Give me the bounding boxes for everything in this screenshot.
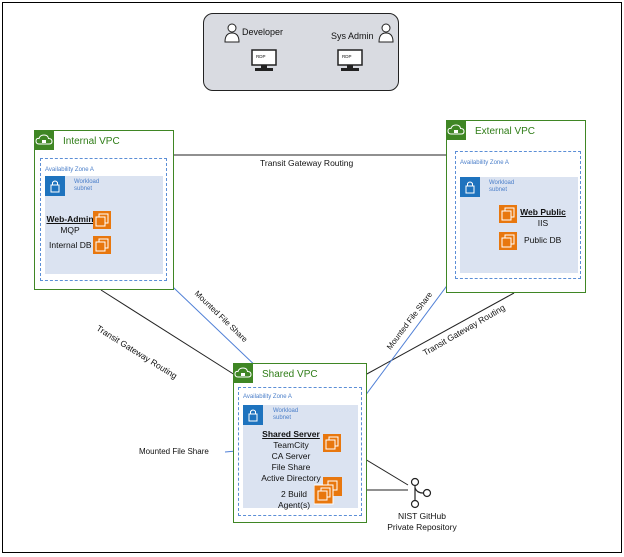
shared-vpc-title: Shared VPC: [262, 369, 318, 380]
github-label-line1: NIST GitHub: [397, 511, 447, 521]
developer-label: Developer: [242, 27, 284, 37]
sysadmin-rdp-monitor-icon: [337, 49, 363, 71]
external-availability-zone: [455, 151, 581, 279]
external-az-label: Availability Zone A: [460, 160, 509, 166]
ec2-web-admin-icon: [93, 211, 111, 229]
shared-subnet-label-line2: subnet: [273, 415, 292, 421]
mqp-label: MQP: [60, 225, 80, 235]
tgw-line-right: [364, 292, 515, 376]
iis-label: IIS: [537, 218, 549, 228]
external-subnet-label-line2: subnet: [489, 187, 508, 193]
sysadmin-label: Sys Admin: [331, 31, 374, 41]
ec2-build-agents-icon: [314, 477, 342, 505]
external-vpc-title: External VPC: [475, 126, 536, 137]
internal-subnet-label-line2: subnet: [74, 186, 93, 192]
internal-db-label: Internal DB: [49, 240, 92, 250]
internal-subnet-label: Workload subnet: [74, 179, 99, 193]
lock-icon: [243, 405, 263, 425]
teamcity-label: TeamCity: [273, 440, 309, 450]
lock-icon: [45, 176, 65, 196]
tgw-line-left: [100, 289, 236, 376]
github-icon: [410, 477, 432, 509]
github-repo-label: NIST GitHub Private Repository: [381, 511, 463, 533]
internal-vpc-title: Internal VPC: [63, 136, 120, 147]
active-directory-label: Active Directory: [261, 473, 321, 483]
web-admin-node-text: Web-Admin MQP: [45, 214, 95, 236]
ec2-public-db-icon: [499, 232, 517, 250]
web-admin-label: Web-Admin: [46, 214, 94, 224]
users-panel: [203, 13, 399, 91]
github-label-line2: Private Repository: [387, 522, 457, 532]
shared-availability-zone: [238, 387, 362, 516]
build-agents-node-text: 2 Build Agent(s): [274, 489, 314, 511]
shared-server-label: Shared Server: [262, 429, 320, 439]
external-subnet-label: Workload subnet: [489, 180, 514, 194]
file-share-label: File Share: [271, 462, 311, 472]
tgw-top-label: Transit Gateway Routing: [260, 158, 354, 168]
developer-rdp-monitor-icon: [251, 49, 277, 71]
cloud-lock-icon: [446, 120, 466, 140]
cloud-lock-icon: [34, 130, 54, 150]
external-subnet-label-line1: Workload: [489, 180, 515, 186]
ca-server-label: CA Server: [271, 451, 311, 461]
build-agents-label-line1: 2 Build: [281, 489, 307, 499]
public-db-label: Public DB: [524, 235, 562, 245]
shared-subnet-label-line1: Workload: [273, 408, 299, 414]
web-public-node-text: Web Public IIS: [517, 207, 569, 229]
web-public-label: Web Public: [520, 207, 566, 217]
shared-subnet-label: Workload subnet: [273, 408, 298, 422]
ec2-web-public-icon: [499, 205, 517, 223]
developer-person-icon: [224, 23, 240, 43]
internal-subnet-label-line1: Workload: [74, 179, 100, 185]
mfs-shared-label: Mounted File Share: [139, 447, 209, 456]
internal-az-label: Availability Zone A: [45, 167, 94, 173]
ec2-shared-server-icon: [323, 434, 341, 452]
ec2-internal-db-icon: [93, 236, 111, 254]
internal-availability-zone: [40, 158, 167, 281]
sysadmin-person-icon: [378, 23, 394, 43]
sysadmin-rdp-label: RDP: [342, 54, 352, 59]
shared-server-node-text: Shared Server TeamCity CA Server File Sh…: [258, 429, 324, 484]
shared-az-label: Availability Zone A: [243, 394, 292, 400]
lock-icon: [460, 177, 480, 197]
build-agents-label-line2: Agent(s): [277, 500, 311, 510]
developer-rdp-label: RDP: [256, 54, 266, 59]
cloud-lock-icon: [233, 363, 253, 383]
